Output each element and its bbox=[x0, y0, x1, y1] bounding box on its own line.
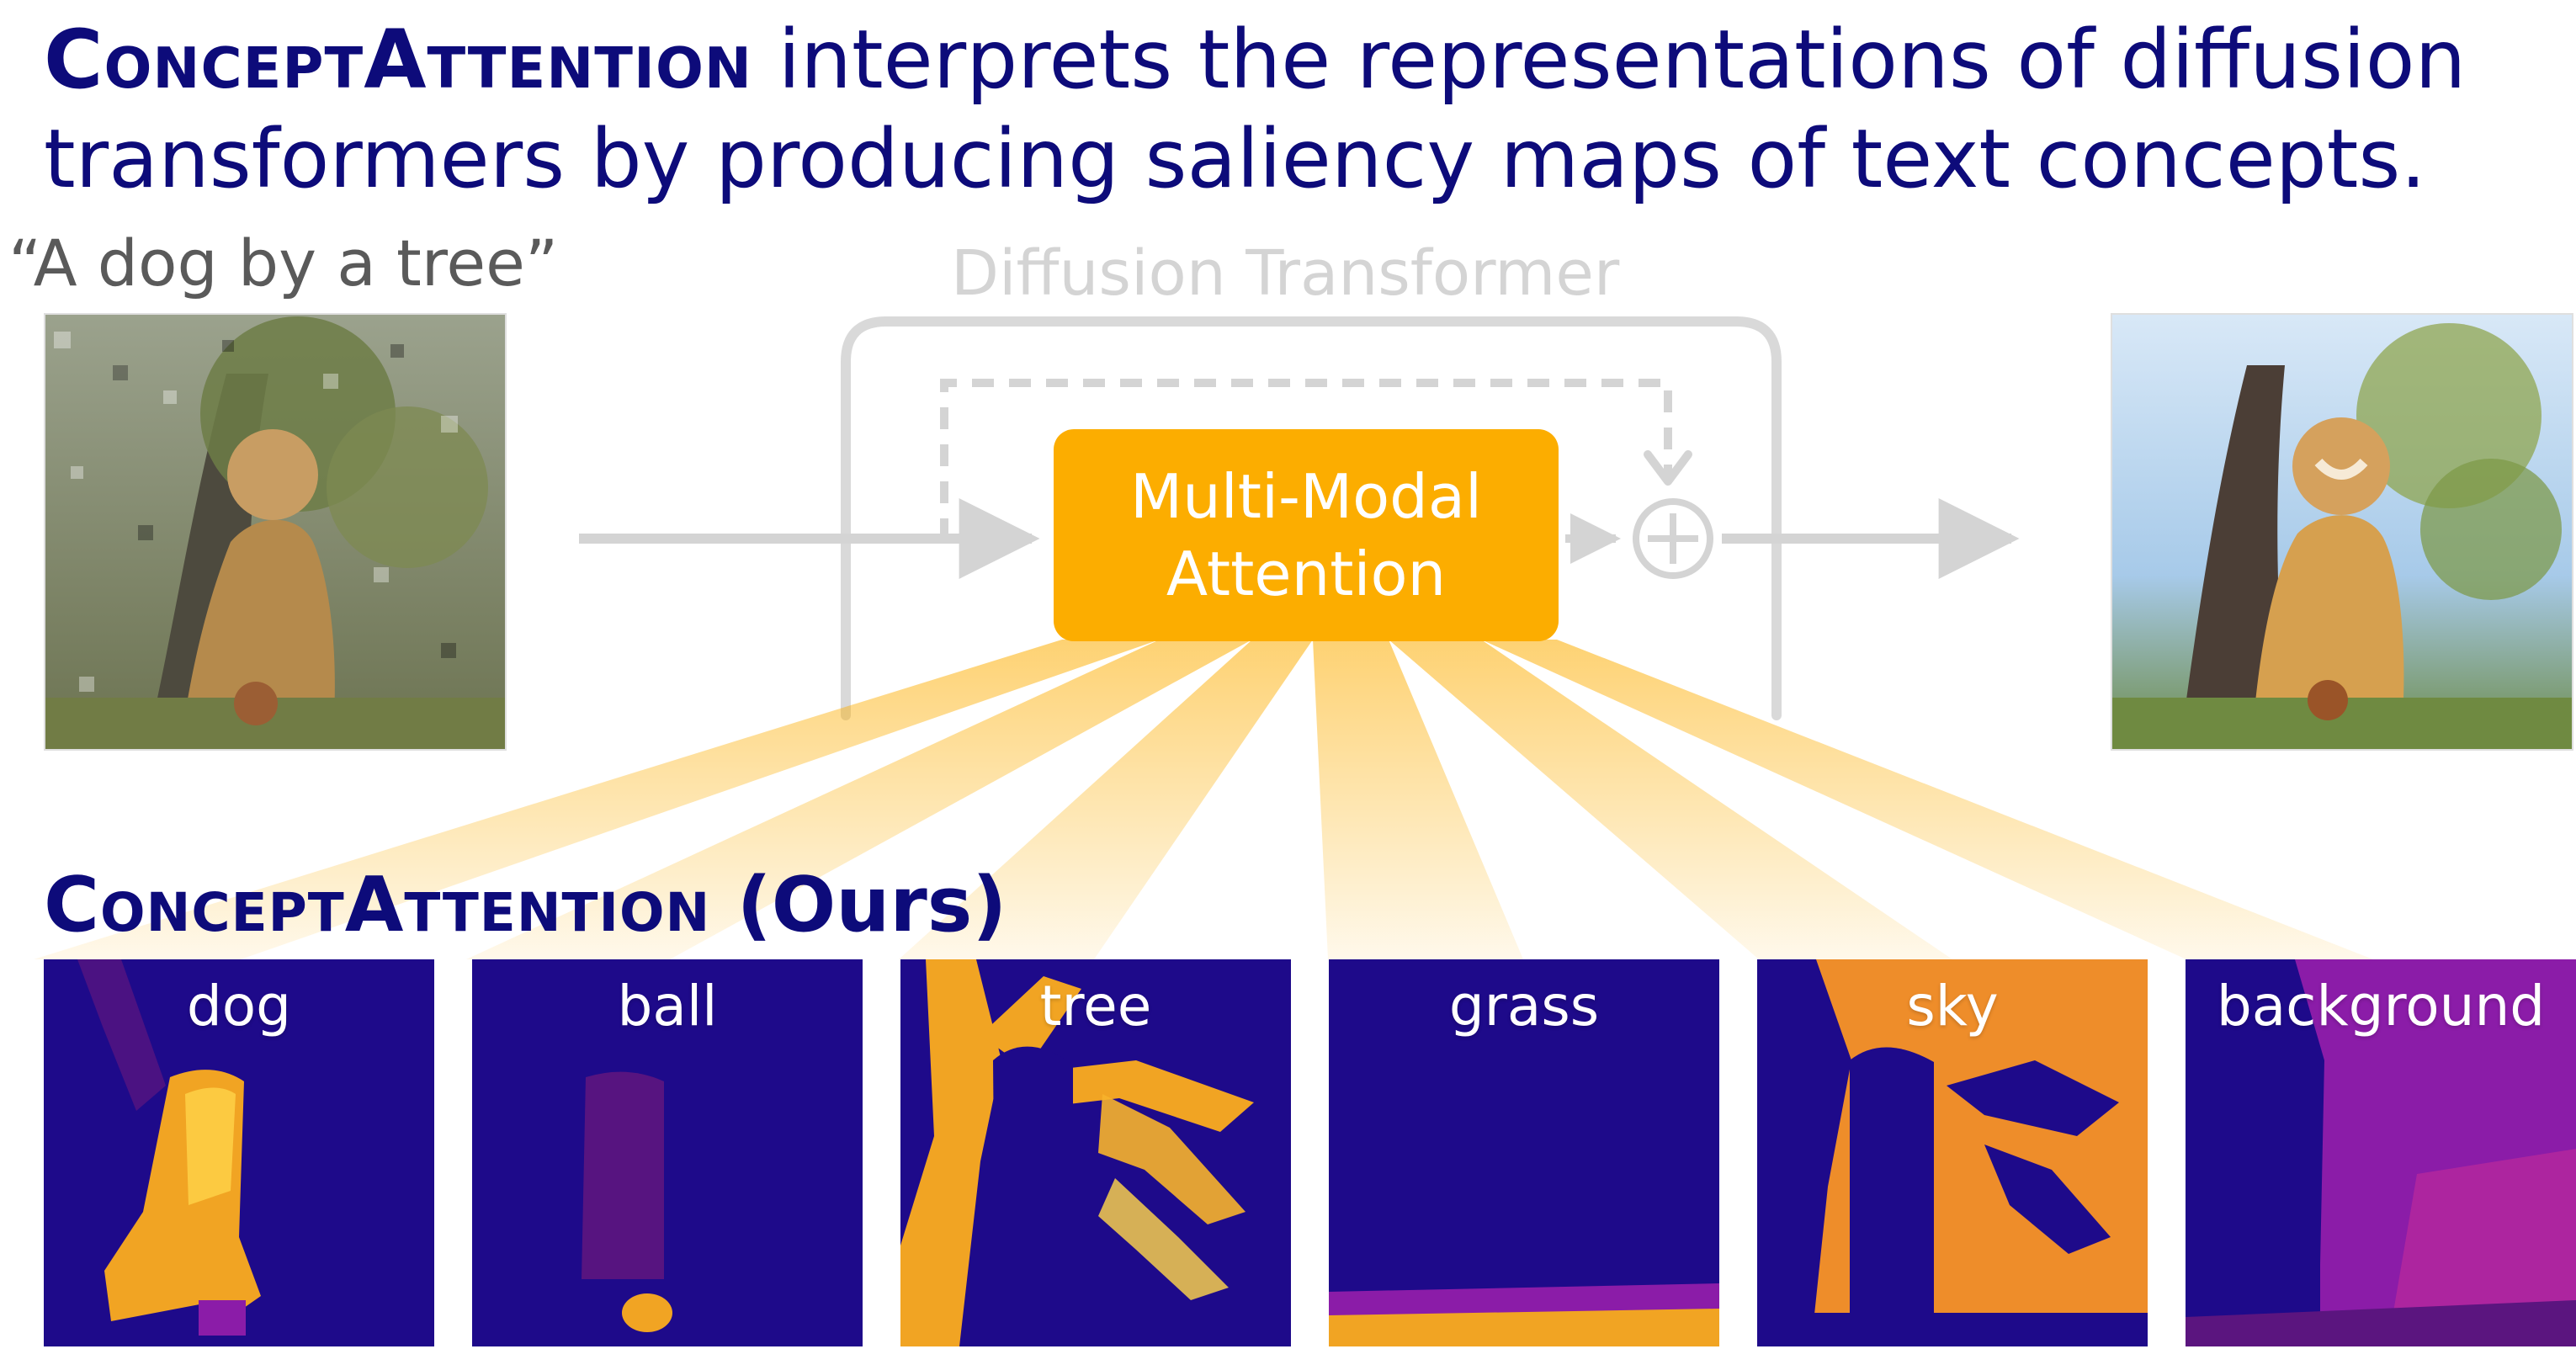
headline: ConceptAttention interprets the represen… bbox=[44, 10, 2552, 209]
saliency-map-ball: ball bbox=[472, 959, 863, 1346]
generated-output-image bbox=[2111, 313, 2573, 751]
saliency-map-background: background bbox=[2186, 959, 2576, 1346]
results-title: ConceptAttention (Ours) bbox=[44, 860, 1006, 951]
headline-line-2: transformers by producing saliency maps … bbox=[44, 112, 2426, 206]
multi-modal-attention-block: Multi-Modal Attention bbox=[1054, 429, 1559, 641]
noisy-input-image bbox=[44, 313, 507, 751]
map-label-dog: dog bbox=[186, 974, 292, 1038]
results-suffix: (Ours) bbox=[710, 861, 1007, 949]
attention-fan bbox=[34, 640, 2373, 959]
headline-brand: ConceptAttention bbox=[44, 13, 752, 107]
saliency-map-tree: tree bbox=[900, 959, 1291, 1346]
map-label-ball: ball bbox=[617, 974, 718, 1038]
saliency-map-grass: grass bbox=[1329, 959, 1719, 1346]
circled-plus-icon bbox=[1633, 498, 1713, 579]
prompt-text: “A dog by a tree” bbox=[8, 226, 559, 300]
attention-block-line-2: Attention bbox=[1166, 539, 1447, 609]
skip-arrow-icon bbox=[1644, 450, 1692, 486]
headline-rest-line-1: interprets the representations of diffus… bbox=[752, 13, 2467, 107]
transformer-frame bbox=[841, 316, 1782, 720]
map-label-tree: tree bbox=[1039, 974, 1152, 1038]
saliency-map-dog: dog bbox=[44, 959, 434, 1346]
saliency-map-sky: sky bbox=[1757, 959, 2148, 1346]
headline-line-1: ConceptAttention interprets the represen… bbox=[44, 10, 2552, 109]
map-label-grass: grass bbox=[1448, 974, 1600, 1038]
map-label-sky: sky bbox=[1906, 974, 1999, 1038]
results-brand: ConceptAttention bbox=[44, 861, 711, 949]
attention-block-line-1: Multi-Modal bbox=[1130, 461, 1482, 532]
diffusion-transformer-label: Diffusion Transformer bbox=[951, 237, 1620, 310]
skip-connection-line bbox=[940, 379, 1672, 540]
map-label-background: background bbox=[2216, 974, 2546, 1038]
